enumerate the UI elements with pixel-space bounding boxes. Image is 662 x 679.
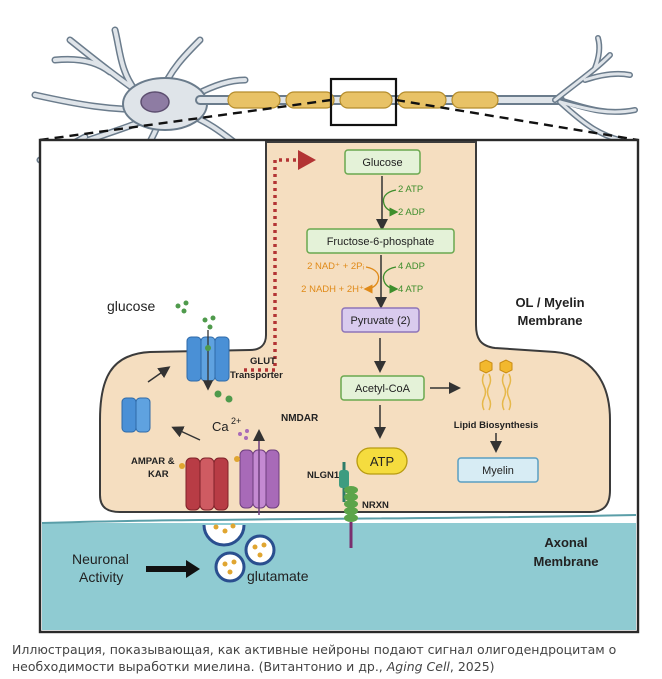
myelin-segments	[227, 91, 499, 109]
atp-in-1: 2 ATP	[398, 184, 423, 195]
nlgn1-label: NLGN1	[307, 470, 340, 481]
acetyl-coa-box-label: Acetyl-CoA	[355, 383, 411, 395]
neuron-nucleus	[140, 91, 170, 113]
glucose-label: glucose	[107, 298, 155, 314]
f6p-box-label: Fructose-6-phosphate	[327, 236, 435, 248]
calcium-ions	[238, 429, 249, 440]
lipid-biosynthesis-label: Lipid Biosynthesis	[454, 420, 538, 431]
adp-in-2: 4 ADP	[398, 261, 425, 272]
caption-line2-suffix: , 2025)	[449, 659, 495, 674]
caption-journal: Aging Cell	[386, 659, 450, 674]
caption-line2: необходимости выработки миелина. (Витант…	[12, 658, 642, 675]
ol-title-line1: OL / Myelin	[515, 295, 584, 310]
nmdar-label: NMDAR	[281, 413, 319, 424]
glucose-box	[344, 149, 421, 175]
ampar-label-line2: KAR	[148, 469, 169, 480]
glut-label-line2: Transporter	[230, 370, 283, 381]
nmdar-receptor	[234, 429, 280, 515]
figure-caption: Иллюстрация, показывающая, как активные …	[12, 641, 642, 675]
myelin-box	[457, 457, 539, 483]
zoom-line-right	[395, 98, 639, 142]
axonal-membrane-band	[42, 523, 636, 630]
zoom-box	[329, 77, 398, 127]
adp-out-1: 2 ADP	[398, 207, 425, 218]
caption-line1: Иллюстрация, показывающая, как активные …	[12, 642, 617, 657]
glucose-box-label: Glucose	[362, 157, 402, 169]
glucose-molecules	[175, 300, 233, 403]
myelin-box-label: Myelin	[482, 465, 514, 477]
axonal-title-line1: Axonal	[544, 535, 587, 550]
neuronal-activity-line1: Neuronal	[72, 551, 129, 567]
calcium-label: Ca	[212, 419, 229, 434]
ampar-label-line1: AMPAR &	[131, 456, 175, 467]
nrxn-label: NRXN	[362, 500, 389, 511]
atp-oval-label: ATP	[370, 454, 394, 469]
glut-label-line1: GLUT	[250, 356, 276, 367]
ampar-kar-receptor	[179, 457, 229, 511]
internal-ampar	[121, 397, 151, 433]
diagram-figure: Glucose 2 ATP 2 ADP Fructose-6-phosphate…	[31, 26, 640, 634]
atp-oval	[356, 447, 408, 475]
glucose-path-arrow	[244, 158, 300, 372]
calcium-charge: 2+	[231, 416, 241, 426]
pyruvate-box-label: Pyruvate (2)	[351, 315, 411, 327]
nlgn1-nrxn-complex	[339, 462, 358, 548]
f6p-box	[306, 228, 455, 254]
zoom-line-left	[39, 98, 332, 142]
neuronal-activity-line2: Activity	[79, 569, 123, 585]
atp-out-2: 4 ATP	[398, 284, 423, 295]
nadh-out: 2 NADH + 2H⁺	[301, 284, 364, 295]
nad-in: 2 NAD⁺ + 2Pᵢ	[307, 261, 364, 272]
glut-transporter	[186, 330, 230, 391]
caption-line2-prefix: необходимости выработки миелина. (Витант…	[12, 659, 387, 674]
glutamate-vesicles	[202, 523, 276, 583]
neuron-illustration	[31, 26, 639, 179]
glutamate-label: glutamate	[247, 568, 309, 584]
pyruvate-box	[341, 307, 420, 333]
ol-title-line2: Membrane	[517, 313, 582, 328]
acetyl-coa-box	[340, 375, 425, 401]
lipid-molecules	[479, 359, 513, 411]
axonal-title-line2: Membrane	[533, 554, 598, 569]
